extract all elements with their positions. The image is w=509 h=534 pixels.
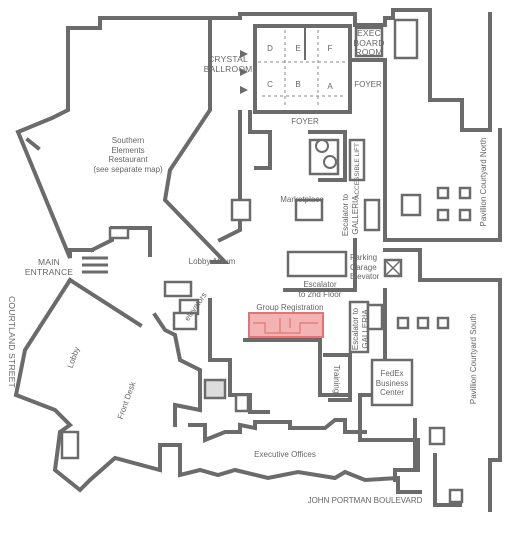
wall-marketplace-ne	[308, 130, 347, 182]
pavilion-north-block-1	[400, 193, 422, 217]
wall-pavilion-north-box	[383, 98, 502, 242]
label-room-f: F	[327, 44, 333, 53]
label-pavilion-courtyard-south: Pavillion Courtyard South	[469, 313, 478, 405]
lift-circle-1	[315, 139, 329, 153]
label-foyer-bottom: FOYER	[291, 117, 319, 126]
top-right-block	[393, 18, 419, 60]
lobby-entrance-stair	[60, 430, 80, 460]
south-corner-block	[448, 488, 464, 504]
escalator-galleria-top-box	[363, 198, 381, 232]
stair-block	[234, 393, 250, 413]
label-room-d: D	[267, 44, 273, 53]
label-lobby-atrium: Lobby Atrium	[188, 257, 236, 266]
label-parking-garage-elevator: Parking Garage Elevator	[350, 253, 380, 281]
wall-lobby-outer	[13, 277, 422, 494]
ballroom-grid	[258, 30, 348, 108]
label-escalator-galleria-top: Escalator to GALLERIA	[341, 193, 360, 237]
marketplace-block	[294, 198, 324, 222]
wall-restaurant-west	[15, 26, 94, 259]
label-room-e: E	[295, 44, 301, 53]
label-escalator-galleria-bottom: Escalator to GALLERIA	[351, 307, 370, 351]
wall-parking	[283, 238, 357, 292]
label-fedex-center: FedEx Business Center	[375, 369, 409, 397]
label-training: Training	[332, 364, 341, 394]
label-main-entrance: MAIN ENTRANCE	[24, 257, 74, 277]
wall-restaurant	[66, 16, 230, 264]
wall-ballroom	[253, 24, 352, 114]
structures	[60, 18, 472, 504]
pavilion-south-block-2	[416, 316, 430, 330]
label-room-a: A	[327, 82, 333, 91]
label-john-portman-blvd: JOHN PORTMAN BOULEVARD	[307, 496, 423, 505]
label-foyer-right: FOYER	[354, 80, 382, 89]
pavilion-south-block-3	[436, 316, 450, 330]
label-room-c: C	[267, 80, 273, 89]
entrance-marks	[82, 50, 248, 274]
pavilion-north-block-3	[458, 186, 472, 200]
wall-core-bottom	[243, 338, 352, 397]
wall-ballroom-top	[208, 12, 395, 27]
lift-circle-2	[323, 155, 337, 169]
elevator-box-1	[163, 280, 193, 298]
label-room-b: B	[295, 80, 301, 89]
label-southern-elements: Southern Elements Restaurant (see separa…	[93, 136, 163, 174]
wall-foyer	[348, 58, 387, 102]
label-pavilion-courtyard-north: Pavillion Courtyard North	[479, 137, 488, 227]
pavilion-north-block-4	[436, 208, 450, 222]
pavilion-north-block-5	[458, 208, 472, 222]
lobby-north-block	[108, 226, 130, 240]
wall-stub	[25, 137, 41, 151]
escalator-top-box	[348, 138, 366, 182]
wall-south-stair	[433, 453, 462, 507]
exec-board-room-box	[354, 26, 384, 58]
pavilion-north-block-2	[436, 186, 450, 200]
label-executive-offices: Executive Offices	[254, 450, 316, 459]
fedex-center-box	[370, 358, 414, 407]
label-escalator-2nd-floor: Escalator to 2nd Floor	[298, 280, 342, 299]
label-marketplace: Marketplace	[280, 195, 324, 204]
wall-front-desk	[152, 312, 202, 427]
label-group-registration: Group Registration	[256, 303, 324, 312]
wall-pavilion-south	[383, 248, 502, 512]
escalator-galleria-bottom-stair	[366, 303, 384, 331]
label-courtland-street: COURTLAND STREET	[7, 296, 17, 388]
elevator-box-3	[172, 311, 198, 331]
wall-core	[208, 298, 270, 414]
marketplace-stair	[230, 198, 252, 222]
label-exec-board-room: EXEC BOARD ROOM	[353, 28, 385, 57]
wall-marketplace-west	[217, 110, 242, 243]
front-desk-block	[203, 378, 227, 400]
wall-marketplace-nw	[248, 110, 272, 170]
south-stair-block	[428, 426, 446, 446]
escalator-2nd-floor-box	[286, 250, 348, 278]
label-crystal-ballroom: CRYSTAL BALLROOM	[203, 54, 253, 74]
wall-executive	[188, 418, 367, 443]
pavilion-south-block-1	[396, 316, 410, 330]
registration-desk	[253, 322, 318, 334]
wall-training	[323, 353, 352, 402]
building-walls	[13, 8, 502, 512]
wall-lobby-diag	[67, 277, 143, 328]
wall-pavilion-north	[383, 8, 492, 132]
